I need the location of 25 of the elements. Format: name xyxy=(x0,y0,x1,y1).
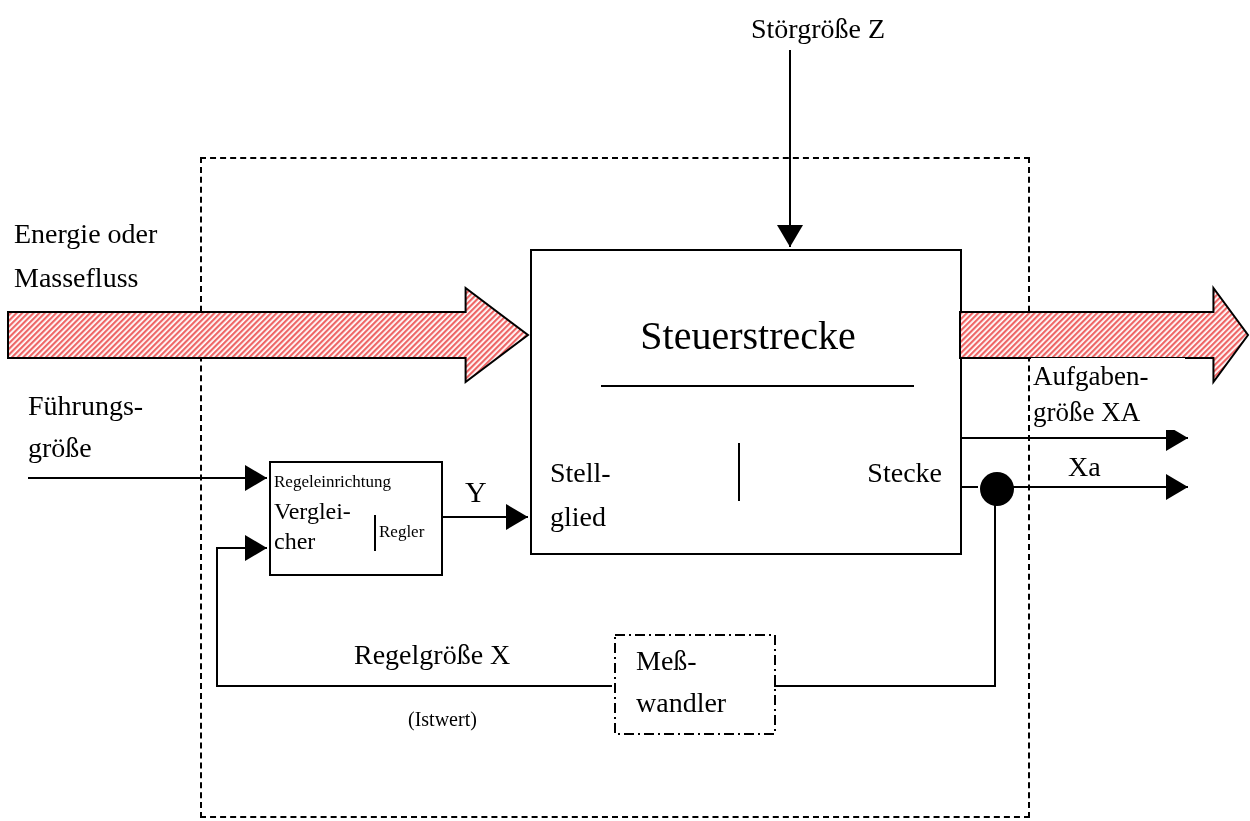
arrow xyxy=(216,535,613,687)
arrow xyxy=(440,504,529,530)
flow-arrow xyxy=(959,284,1250,386)
input-label: Führungs- größe xyxy=(28,389,145,465)
connector-line xyxy=(959,486,979,488)
flow-label: Energie oder Massefluss xyxy=(14,217,159,295)
input-label: Störgröße Z xyxy=(750,12,886,46)
flow-arrow xyxy=(7,286,530,384)
box-text: Meß- wandler xyxy=(636,644,728,720)
box-title: Regeleinrichtung xyxy=(274,471,393,493)
arrow xyxy=(777,49,803,248)
box-text: Stecke xyxy=(866,456,942,490)
box-text: Stell- glied xyxy=(550,456,612,534)
arrow xyxy=(1011,474,1189,500)
controller-box xyxy=(269,461,443,576)
box-title: Steuerstrecke xyxy=(639,313,857,359)
box-text: Regler xyxy=(379,521,426,543)
note-text: (Istwert) xyxy=(408,707,478,732)
box-text: Verglei- cher xyxy=(274,497,352,556)
process-box xyxy=(530,249,962,555)
edge-label: Aufgaben- größe XA xyxy=(1031,358,1185,430)
arrow xyxy=(27,465,268,491)
sensor-box xyxy=(614,634,776,735)
connector-line xyxy=(773,503,996,687)
junction-dot xyxy=(980,472,1014,506)
